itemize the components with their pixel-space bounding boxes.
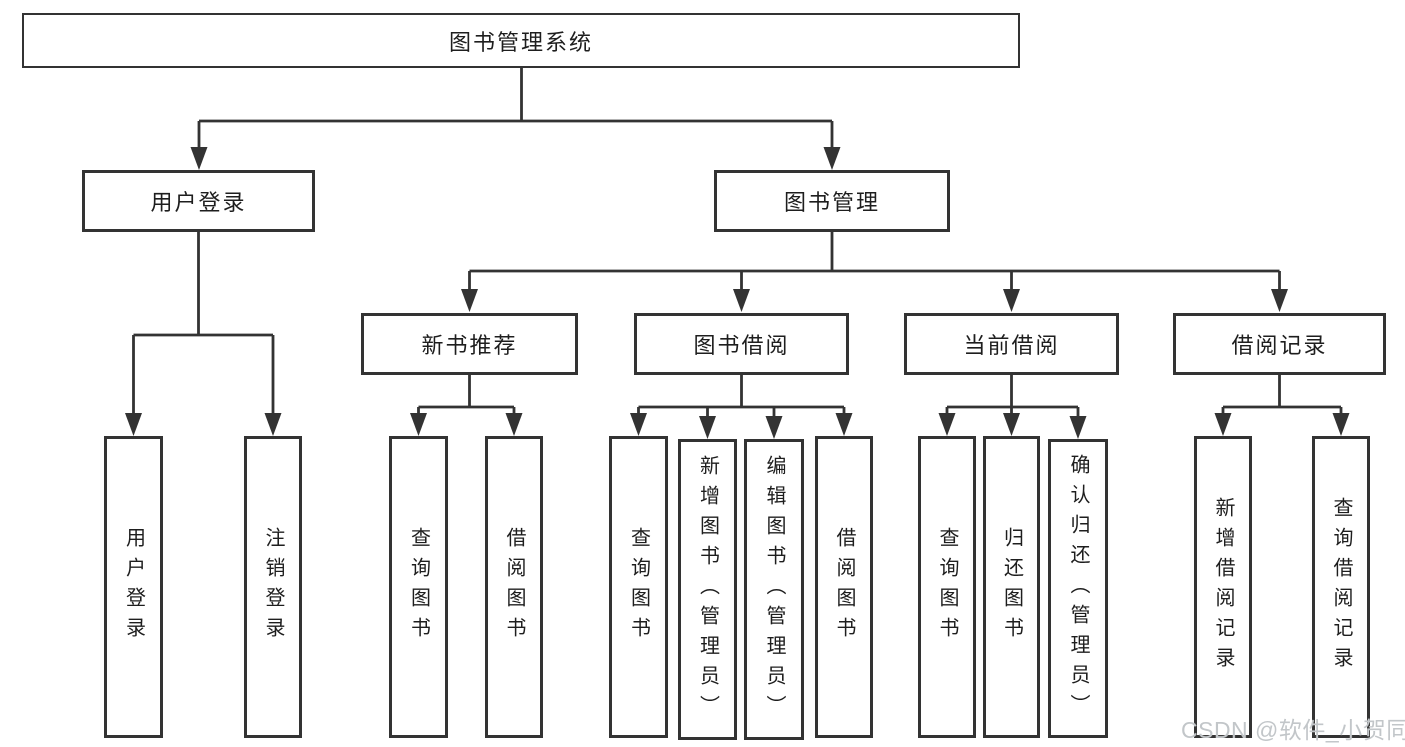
leaf-current-query-books: 查询图书	[918, 436, 976, 738]
leaf-add-borrow-record-label: 新增借阅记录	[1212, 497, 1234, 677]
watermark: CSDN @软件_小贺同学	[1181, 717, 1405, 743]
arrowhead	[1069, 416, 1087, 439]
leaf-recommend-borrow-books-label: 借阅图书	[503, 527, 525, 647]
node-book-borrow-label: 图书借阅	[693, 333, 790, 358]
arrowhead	[190, 147, 208, 170]
leaf-add-borrow-record: 新增借阅记录	[1194, 436, 1252, 738]
arrowhead	[505, 413, 523, 436]
node-current-borrow-label: 当前借阅	[963, 333, 1060, 358]
leaf-user-login: 用户登录	[104, 436, 163, 738]
node-book-management-label: 图书管理	[783, 190, 880, 215]
leaf-current-query-books-label: 查询图书	[936, 527, 958, 647]
leaf-query-borrow-record-label: 查询借阅记录	[1330, 497, 1352, 677]
leaf-borrow-query-books-label: 查询图书	[627, 527, 650, 647]
arrowhead	[765, 416, 783, 439]
leaf-confirm-return-admin-label: 确认归还（管理员）	[1067, 453, 1089, 724]
arrowhead	[410, 413, 427, 436]
arrowhead	[1003, 289, 1020, 312]
leaf-logout-label: 注销登录	[262, 527, 284, 647]
connector-recommend-branch	[417, 375, 516, 420]
arrowhead	[938, 413, 956, 436]
leaf-confirm-return-admin: 确认归还（管理员）	[1048, 439, 1108, 738]
leaf-edit-books-admin-label: 编辑图书（管理员）	[763, 454, 785, 725]
leaf-recommend-query-books: 查询图书	[389, 436, 448, 738]
arrowhead	[125, 413, 142, 436]
arrowhead	[461, 289, 478, 312]
arrowhead	[1271, 289, 1288, 312]
connector-book-mgmt-branch	[468, 232, 1281, 294]
node-new-book-recommend-label: 新书推荐	[421, 333, 518, 358]
leaf-return-books: 归还图书	[983, 436, 1040, 738]
arrowhead	[264, 413, 282, 436]
arrowhead	[733, 289, 750, 312]
leaf-borrow-books: 借阅图书	[815, 436, 873, 738]
arrowhead	[630, 413, 647, 436]
leaf-recommend-borrow-books: 借阅图书	[485, 436, 543, 738]
connector-borrow-branch	[637, 375, 846, 422]
node-borrow-records: 借阅记录	[1173, 313, 1386, 375]
node-borrow-records-label: 借阅记录	[1231, 333, 1328, 358]
leaf-query-borrow-record: 查询借阅记录	[1312, 436, 1370, 738]
leaf-add-books-admin-label: 新增图书（管理员）	[696, 454, 719, 725]
arrowhead	[1332, 413, 1350, 436]
leaf-borrow-books-label: 借阅图书	[833, 527, 855, 647]
leaf-recommend-query-books-label: 查询图书	[407, 527, 430, 647]
node-user-login-label: 用户登录	[150, 190, 247, 215]
leaf-return-books-label: 归还图书	[1000, 527, 1023, 647]
leaf-user-login-label: 用户登录	[122, 527, 145, 647]
node-current-borrow: 当前借阅	[904, 313, 1119, 375]
node-user-login: 用户登录	[82, 170, 315, 232]
node-book-borrow: 图书借阅	[634, 313, 849, 375]
node-book-management: 图书管理	[714, 170, 950, 232]
leaf-borrow-query-books: 查询图书	[609, 436, 668, 738]
node-new-book-recommend: 新书推荐	[361, 313, 578, 375]
node-root-label: 图书管理系统	[448, 29, 593, 55]
node-root: 图书管理系统	[22, 13, 1020, 68]
arrowhead	[1003, 413, 1020, 436]
arrowhead	[823, 147, 841, 170]
arrowhead	[699, 416, 716, 439]
arrowhead	[835, 413, 853, 436]
leaf-add-books-admin: 新增图书（管理员）	[678, 439, 737, 740]
connector-root-branch	[197, 68, 834, 150]
connector-user-login-branch	[132, 232, 275, 418]
leaf-edit-books-admin: 编辑图书（管理员）	[744, 439, 804, 740]
connector-records-branch	[1221, 375, 1343, 420]
arrowhead	[1214, 413, 1232, 436]
leaf-logout: 注销登录	[244, 436, 302, 738]
